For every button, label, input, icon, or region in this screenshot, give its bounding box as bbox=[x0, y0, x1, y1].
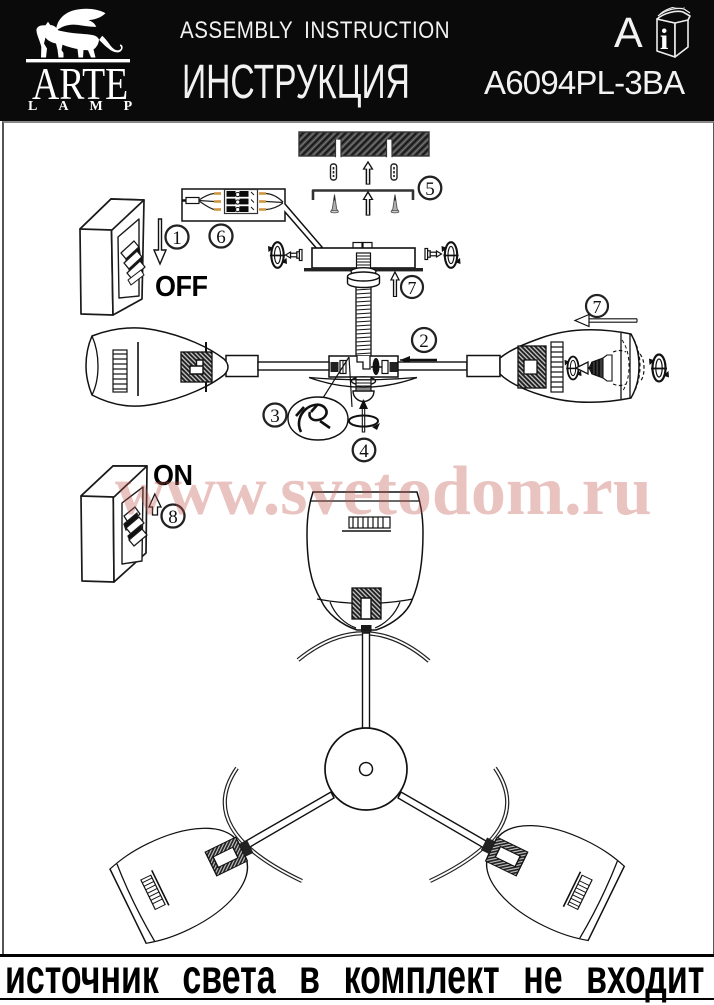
svg-text:7: 7 bbox=[408, 278, 417, 298]
svg-text:i: i bbox=[660, 23, 668, 56]
svg-text:4: 4 bbox=[359, 441, 369, 462]
svg-text:3: 3 bbox=[270, 406, 280, 427]
svg-text:2: 2 bbox=[419, 331, 429, 352]
svg-text:5: 5 bbox=[425, 179, 435, 200]
svg-text:1: 1 bbox=[172, 228, 182, 249]
svg-text:8: 8 bbox=[168, 507, 178, 528]
svg-text:7: 7 bbox=[593, 297, 602, 317]
svg-text:6: 6 bbox=[216, 227, 226, 248]
